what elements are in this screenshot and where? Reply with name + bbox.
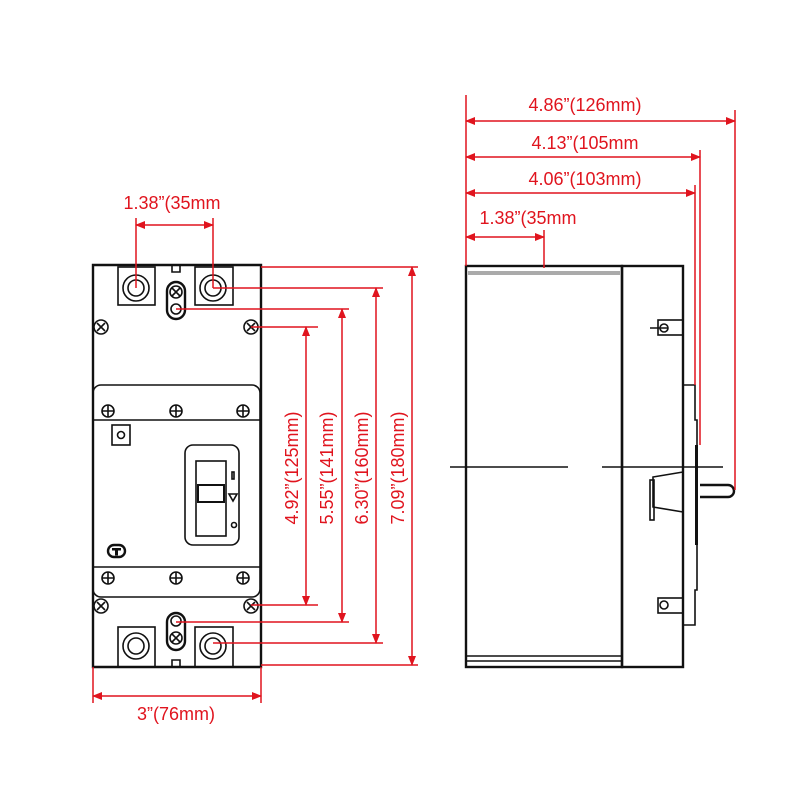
toggle-switch [184,444,240,546]
side-step-profile [683,384,698,626]
dim-depth-total: 4.86”(126mm) [528,95,641,115]
dim-depth-cover: 4.06”(103mm) [528,169,641,189]
front-dimensions: 1.38”(35mm 3”(76mm) 4.92”(125mm) 5.55”(1… [92,193,418,724]
bottom-small-screws [165,611,187,652]
dim-height-screws: 4.92”(125mm) [282,411,302,524]
test-button [111,424,131,446]
trip-badge [106,543,127,559]
dim-width: 3”(76mm) [137,704,215,724]
mounting-screws [93,319,259,614]
handle-base [652,471,684,513]
front-body-outline [91,263,263,669]
dim-height-terminals: 6.30”(160mm) [352,411,372,524]
dim-height-small-screws: 5.55”(141mm) [317,411,337,524]
dim-height-total: 7.09”(180mm) [388,411,408,524]
bottom-terminals [117,626,234,668]
side-view [450,264,736,669]
front-view [91,263,263,669]
dim-top-terminal-spacing: 1.38”(35mm [123,193,220,213]
handle-lever [700,483,736,499]
side-screws [650,319,684,614]
cover-panel [92,384,261,598]
dim-depth-handle-base: 4.13”(105mm [531,133,638,153]
side-dimensions: 4.86”(126mm) 4.13”(105mm 4.06”(103mm) 1.… [465,95,736,490]
dim-depth-terminal: 1.38”(35mm [479,208,576,228]
top-small-screws [165,280,187,321]
